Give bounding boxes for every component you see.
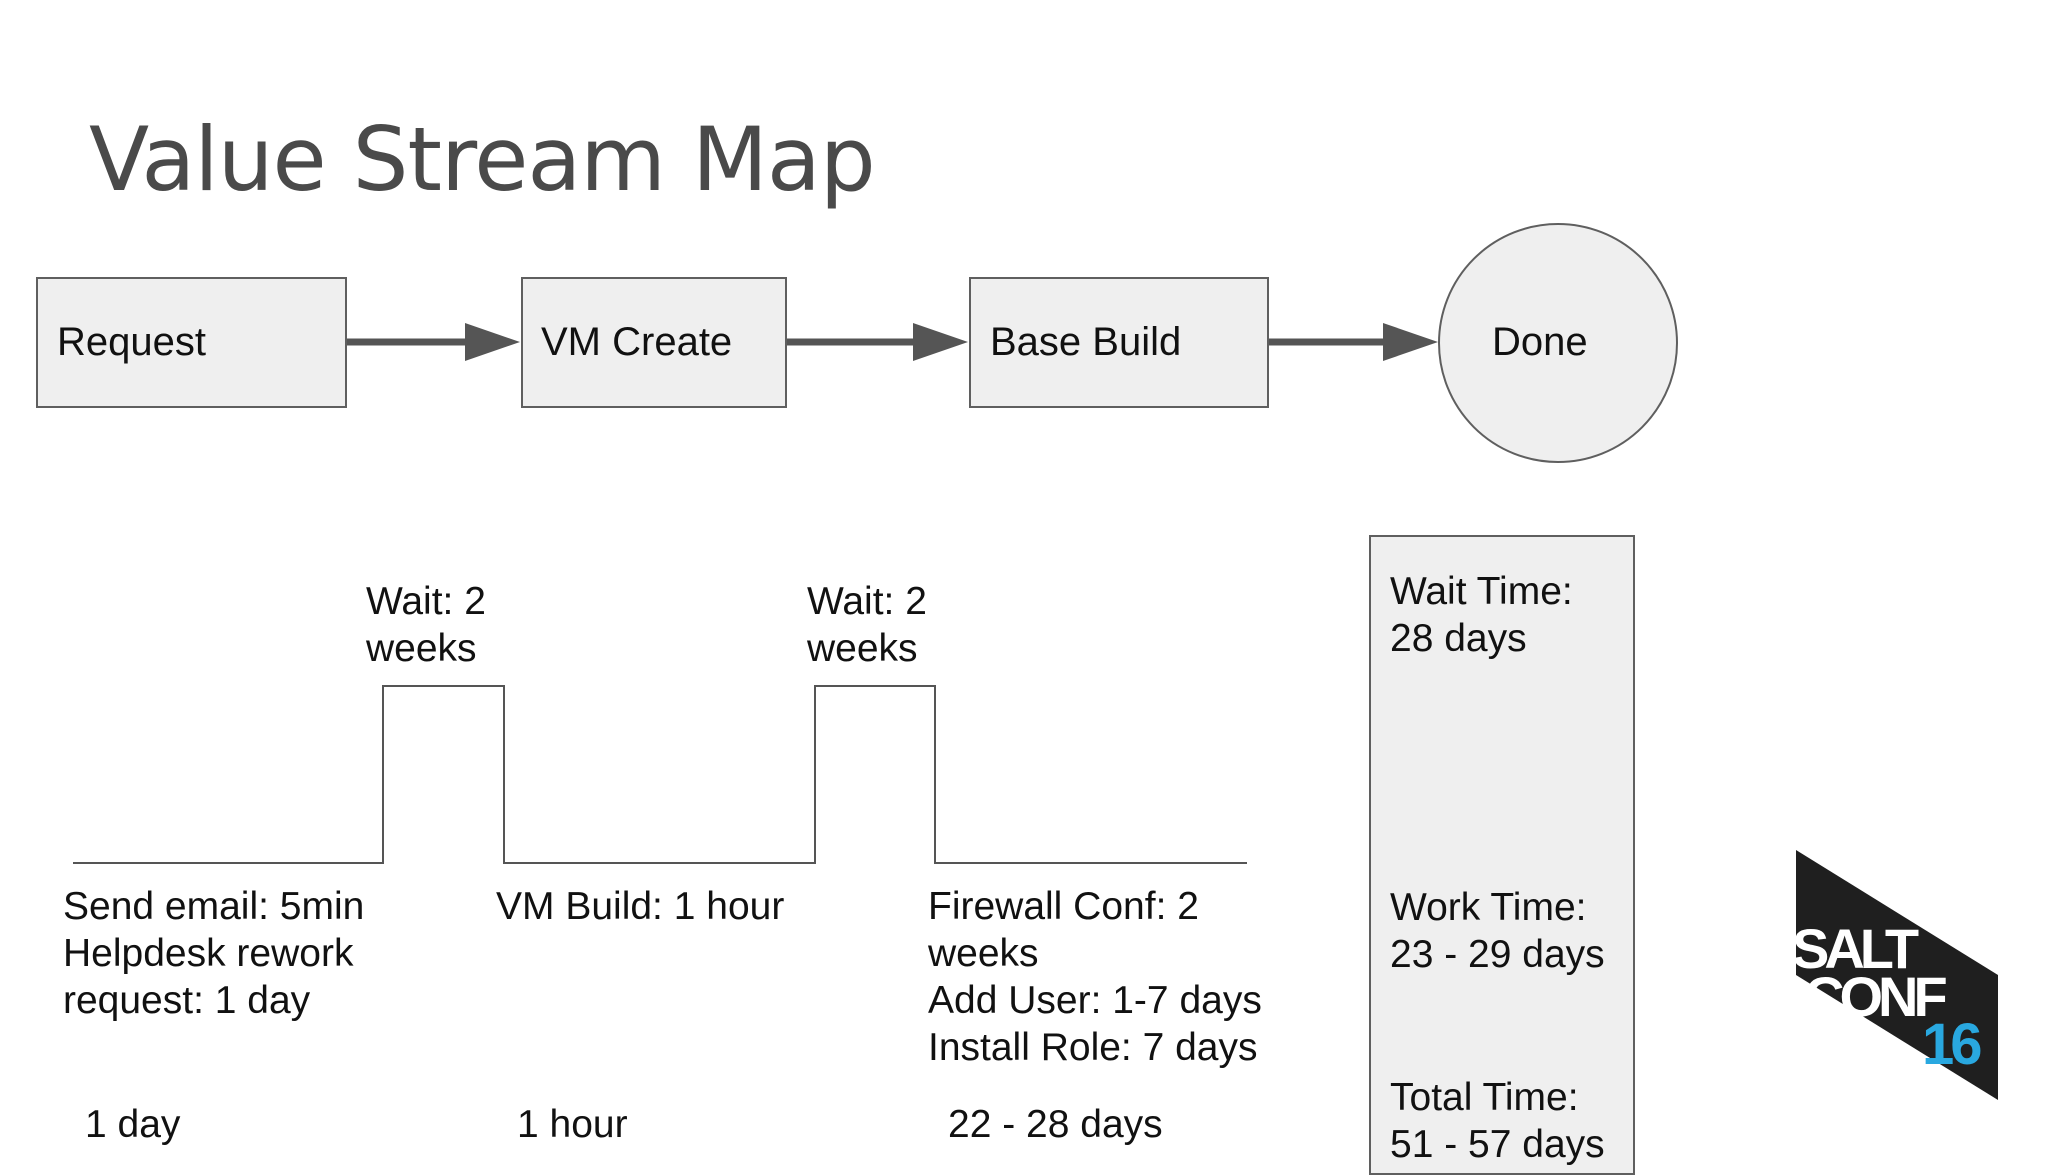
done-label: Done	[1492, 320, 1588, 364]
page-title: Value Stream Map	[89, 108, 876, 211]
timeline-step-line	[73, 685, 1247, 864]
step-label-base-build: Base Build	[990, 320, 1182, 364]
wait-label-1: Wait: 2 weeks	[366, 580, 486, 670]
step-label-request: Request	[57, 320, 206, 364]
step-total-vm-create: 1 hour	[517, 1103, 628, 1146]
step-total-request: 1 day	[85, 1103, 181, 1146]
step-box-vm-create	[521, 277, 787, 408]
work-details-base-build: Firewall Conf: 2 weeks Add User: 1-7 day…	[928, 885, 1262, 1069]
logo-text-16: 16	[1922, 1012, 1981, 1077]
step-total-base-build: 22 - 28 days	[948, 1103, 1163, 1146]
work-details-request: Send email: 5min Helpdesk rework request…	[63, 885, 365, 1022]
work-details-vm-create: VM Build: 1 hour	[496, 885, 785, 928]
done-circle	[1438, 223, 1678, 463]
step-box-base-build	[969, 277, 1269, 408]
step-label-vm-create: VM Create	[541, 320, 733, 364]
arrowhead-1	[465, 323, 520, 361]
summary-wait-time: Wait Time: 28 days	[1390, 570, 1573, 660]
arrowhead-3	[1383, 323, 1438, 361]
step-box-request	[36, 277, 347, 408]
summary-total-time: Total Time: 51 - 57 days	[1390, 1076, 1605, 1166]
logo-text-conf: CONF	[1804, 965, 1946, 1028]
arrowhead-2	[913, 323, 968, 361]
wait-label-2: Wait: 2 weeks	[807, 580, 927, 670]
logo-text-salt: SALT	[1796, 917, 1919, 980]
summary-box	[1369, 535, 1635, 1175]
summary-work-time: Work Time: 23 - 29 days	[1390, 886, 1605, 976]
saltconf16-logo: SALT CONF 16	[1796, 850, 1998, 1100]
